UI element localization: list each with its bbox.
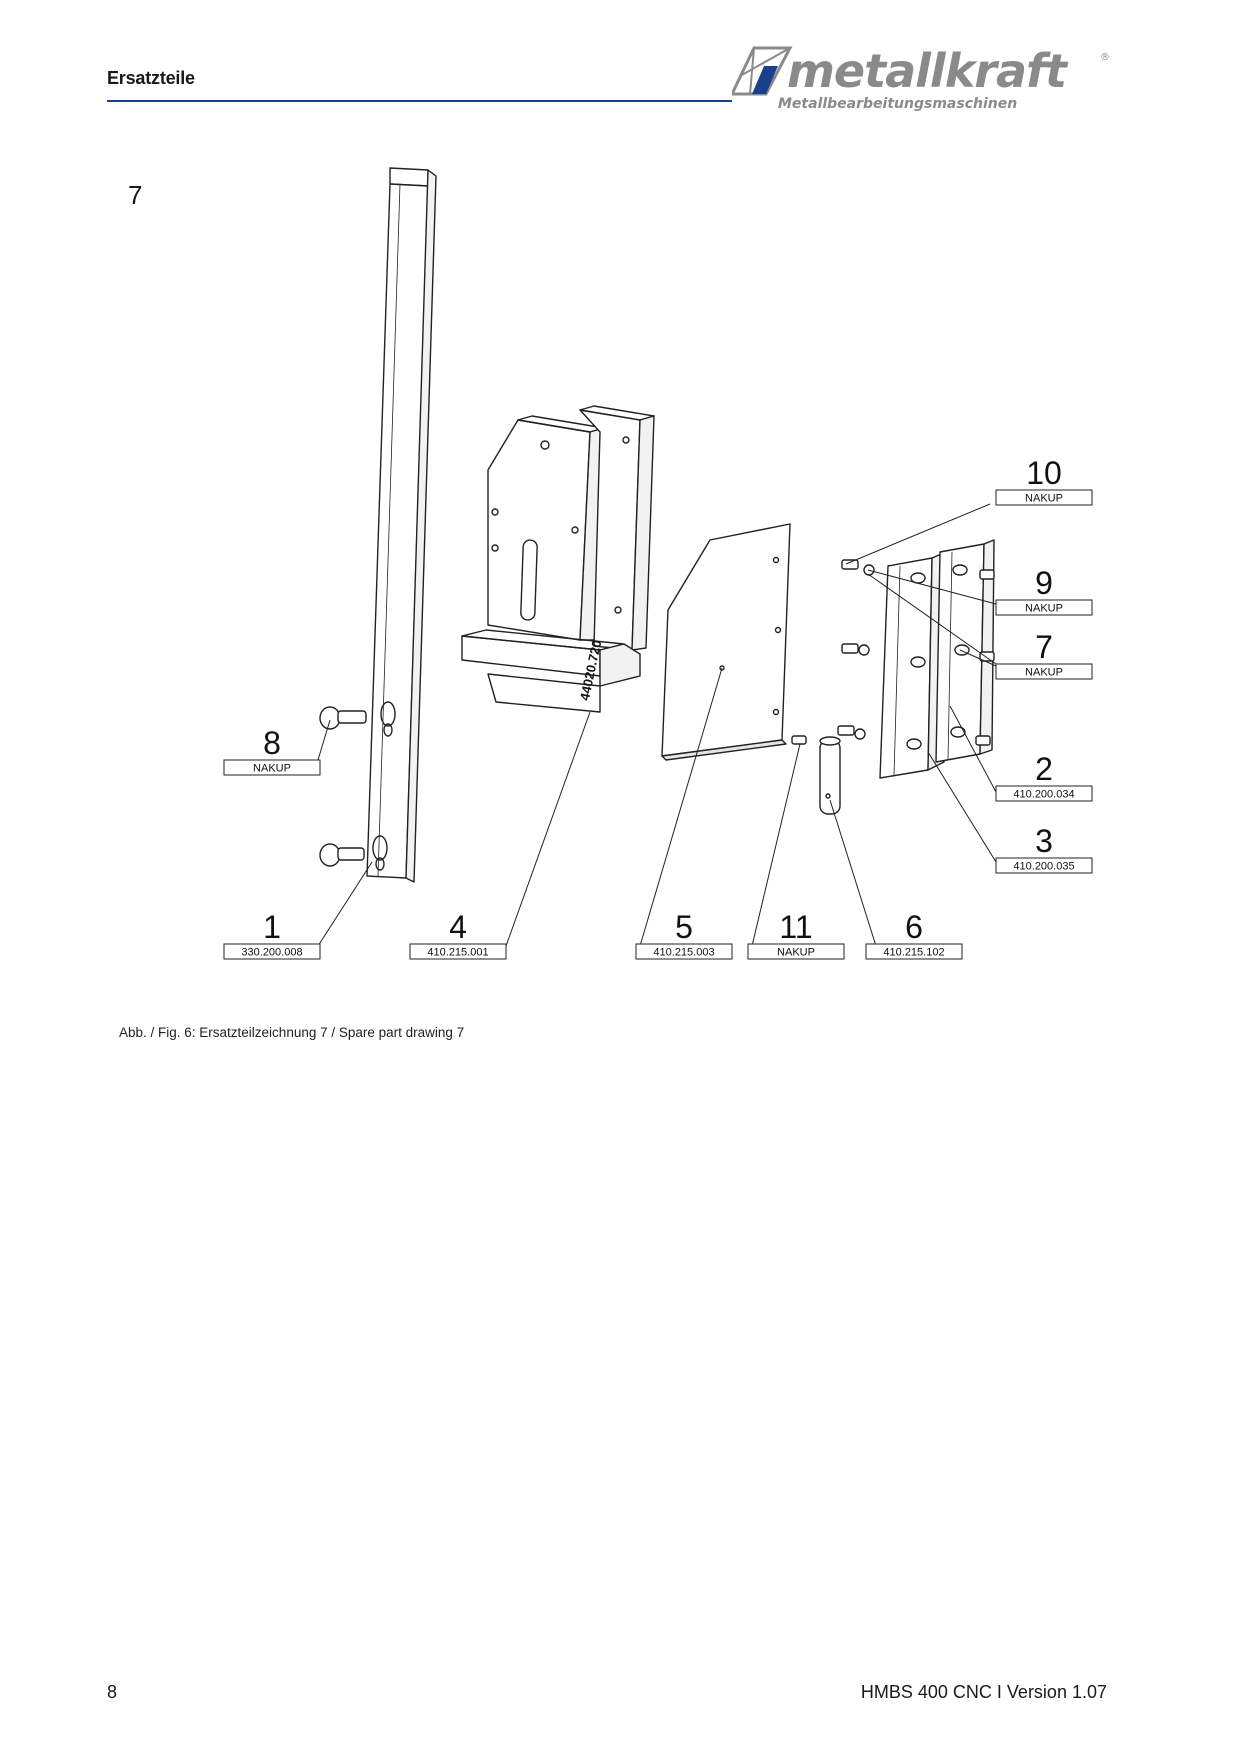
callout-number: 7 bbox=[1035, 629, 1053, 665]
callout-item-5: 5 410.215.003 bbox=[635, 909, 733, 960]
part-4-bracket bbox=[461, 405, 655, 713]
header-rule bbox=[107, 100, 732, 102]
callout-item-1: 1 330.200.008 bbox=[223, 909, 321, 960]
figure-caption: Abb. / Fig. 6: Ersatzteilzeichnung 7 / S… bbox=[119, 1025, 465, 1040]
callout-box bbox=[995, 663, 1093, 680]
callout-part-number: 410.215.003 bbox=[653, 947, 714, 959]
callout-box bbox=[747, 943, 845, 960]
callout-box bbox=[223, 943, 321, 960]
leader-lines bbox=[317, 503, 997, 947]
callout-item-2: 2 410.200.034 bbox=[995, 751, 1093, 802]
part-5-plate bbox=[661, 523, 791, 761]
callout-box bbox=[995, 857, 1093, 874]
drawing-number: 7 bbox=[128, 180, 143, 210]
callout-part-number: 410.200.035 bbox=[1013, 861, 1074, 873]
brand-logo: metallkraft ® Metallbearbeitungsmaschine… bbox=[732, 44, 1112, 118]
callout-number: 2 bbox=[1035, 751, 1053, 787]
part-8-screws bbox=[319, 706, 367, 867]
logo-wordmark: metallkraft bbox=[787, 44, 1067, 98]
section-title: Ersatzteile bbox=[107, 68, 195, 88]
callout-part-number: 410.215.001 bbox=[427, 947, 488, 959]
callout-part-number: NAKUP bbox=[1025, 493, 1063, 505]
part-1-bar bbox=[366, 167, 437, 883]
callout-box bbox=[223, 759, 321, 776]
callout-number: 11 bbox=[779, 909, 812, 945]
callout-box bbox=[635, 943, 733, 960]
document-version: HMBS 400 CNC I Version 1.07 bbox=[860, 1682, 1107, 1702]
logo-mark-icon bbox=[732, 46, 793, 96]
callout-box bbox=[995, 785, 1093, 802]
callout-item-3: 3 410.200.035 bbox=[995, 823, 1093, 874]
callout-number: 1 bbox=[263, 909, 281, 945]
logo-tagline: Metallbearbeitungsmaschinen bbox=[778, 96, 1018, 112]
callout-part-number: 330.200.008 bbox=[241, 947, 302, 959]
callout-item-4: 4 410.215.001 bbox=[409, 909, 507, 960]
callout-number: 3 bbox=[1035, 823, 1053, 859]
callout-number: 9 bbox=[1035, 565, 1053, 601]
callout-box bbox=[865, 943, 963, 960]
callout-part-number: NAKUP bbox=[253, 763, 291, 775]
callout-box bbox=[409, 943, 507, 960]
part-2-3-rail-plates bbox=[879, 539, 995, 779]
callout-number: 6 bbox=[905, 909, 923, 945]
callout-part-number: NAKUP bbox=[777, 947, 815, 959]
callout-box bbox=[995, 599, 1093, 616]
spare-part-drawing: 44020.720 10NAKUP9NAKUP7NAKUP8NAKUP2410.… bbox=[223, 167, 1093, 960]
part-6-pin bbox=[819, 736, 841, 815]
callout-number: 10 bbox=[1026, 455, 1062, 491]
callout-part-number: NAKUP bbox=[1025, 603, 1063, 615]
page-number: 8 bbox=[107, 1682, 118, 1702]
callout-part-number: NAKUP bbox=[1025, 667, 1063, 679]
callout-number: 4 bbox=[449, 909, 467, 945]
callout-item-6: 6 410.215.102 bbox=[865, 909, 963, 960]
callout-box bbox=[995, 489, 1093, 506]
callout-part-number: 410.215.102 bbox=[883, 947, 944, 959]
logo-registered-mark: ® bbox=[1100, 52, 1110, 63]
callout-number: 5 bbox=[675, 909, 693, 945]
callout-part-number: 410.200.034 bbox=[1013, 789, 1074, 801]
callout-number: 8 bbox=[263, 725, 281, 761]
